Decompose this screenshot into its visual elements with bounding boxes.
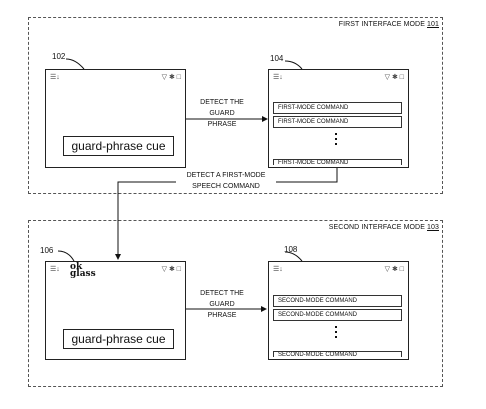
flow-bottom-line-2: GUARD — [209, 301, 235, 308]
glass-badge-line-2: glass — [70, 269, 96, 279]
command-list-item-partial[interactable]: FIRST-MODE COMMAND — [273, 159, 402, 165]
flow-top-line-3: PHRASE — [207, 121, 237, 128]
ref-104: 104 — [270, 54, 284, 63]
flow-top-line-1: DETECT THE — [200, 99, 244, 106]
device-102: ☰↓ ▽ ✱ □ guard-phrase cue — [45, 69, 186, 168]
first-mode-label: FIRST INTERFACE MODE 101 — [339, 21, 439, 28]
device-106: ☰↓ ok glass ▽ ✱ □ guard-phrase cue — [45, 261, 186, 360]
glass-badge-line-1: ok — [70, 262, 83, 272]
flow-middle-line-1: DETECT A FIRST-MODE — [186, 172, 266, 179]
second-mode-number: 103 — [427, 224, 439, 231]
status-icons-right: ▽ ✱ □ — [161, 266, 181, 273]
ref-leader-106 — [57, 250, 75, 262]
flow-label-middle: DETECT A FIRST-MODE SPEECH COMMAND — [176, 170, 276, 192]
flow-top-line-2: GUARD — [209, 110, 235, 117]
flow-bottom-line-1: DETECT THE — [200, 290, 244, 297]
ref-102: 102 — [52, 52, 66, 61]
guard-phrase-cue: guard-phrase cue — [63, 329, 174, 349]
second-mode-label: SECOND INTERFACE MODE 103 — [329, 224, 439, 231]
first-mode-number: 101 — [427, 21, 439, 28]
ref-leader-102 — [65, 58, 85, 70]
glass-badge: ok glass — [70, 262, 96, 279]
second-mode-label-text: SECOND INTERFACE MODE — [328, 224, 428, 231]
status-icons-right: ▽ ✱ □ — [384, 74, 404, 81]
flow-label-top: DETECT THE GUARD PHRASE — [187, 97, 257, 130]
status-icons-right: ▽ ✱ □ — [384, 266, 404, 273]
status-icons-left: ☰↓ — [50, 74, 60, 81]
command-list-item-partial[interactable]: SECOND-MODE COMMAND — [273, 351, 402, 357]
ref-108: 108 — [284, 245, 298, 254]
first-interface-mode-region — [28, 17, 443, 194]
status-icons-left: ☰↓ — [273, 266, 283, 273]
status-icons-right: ▽ ✱ □ — [161, 74, 181, 81]
more-items-ellipsis — [333, 326, 339, 341]
command-list-item[interactable]: FIRST-MODE COMMAND — [273, 116, 402, 128]
status-icons-left: ☰↓ — [273, 74, 283, 81]
command-list-item[interactable]: SECOND-MODE COMMAND — [273, 295, 402, 307]
guard-phrase-cue: guard-phrase cue — [63, 136, 174, 156]
ref-106: 106 — [40, 246, 54, 255]
second-interface-mode-region — [28, 220, 443, 387]
flow-label-bottom: DETECT THE GUARD PHRASE — [187, 288, 257, 321]
command-list-item[interactable]: SECOND-MODE COMMAND — [273, 309, 402, 321]
flow-bottom-line-3: PHRASE — [207, 312, 237, 319]
command-list-item[interactable]: FIRST-MODE COMMAND — [273, 102, 402, 114]
ref-leader-108 — [284, 251, 303, 262]
first-mode-label-text: FIRST INTERFACE MODE — [338, 21, 428, 28]
ref-leader-104 — [284, 60, 303, 70]
device-104: ☰↓ ▽ ✱ □ FIRST-MODE COMMAND FIRST-MODE C… — [268, 69, 409, 168]
flow-middle-line-2: SPEECH COMMAND — [192, 183, 260, 190]
device-108: ☰↓ ▽ ✱ □ SECOND-MODE COMMAND SECOND-MODE… — [268, 261, 409, 360]
more-items-ellipsis — [333, 133, 339, 148]
status-icons-left: ☰↓ — [50, 266, 60, 273]
